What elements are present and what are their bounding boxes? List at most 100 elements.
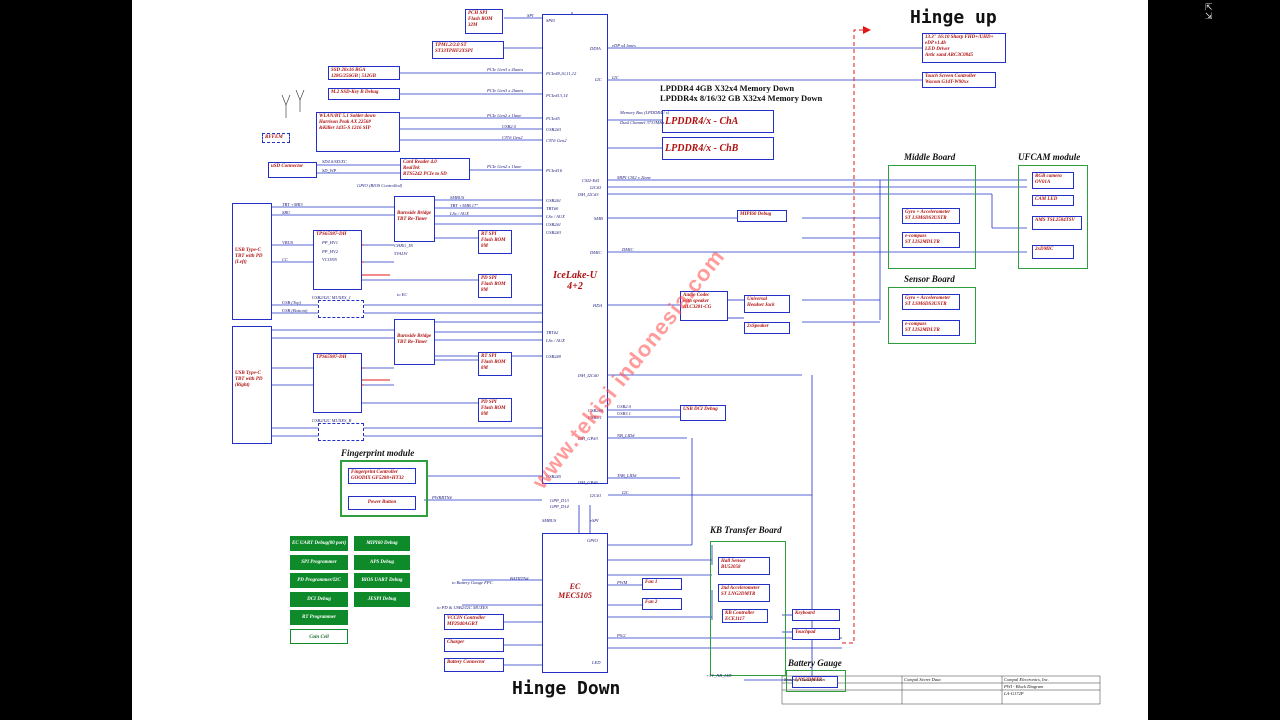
bus-lsx: LSx / AUX (450, 211, 469, 216)
rt-spi-left: RT SPI Flash ROM 8M (478, 230, 512, 254)
port-spi0: SPI0 (546, 18, 555, 23)
pd-programmer: PD Programmer/I2C (290, 573, 348, 588)
footer-company: Compal Electronics, Inc. (1004, 677, 1049, 682)
bus-edp: eDP x4 lanes (612, 43, 636, 48)
tpm-block: TPM1.2/2.0 ST ST33TPHF2XSPI (432, 41, 504, 59)
bus-pwrbtn: PWRBTN# (432, 495, 452, 500)
bus-pwm: PWM (617, 580, 628, 585)
bus-tab-lid: TAB_LID# (617, 473, 637, 478)
port-pcie9: PCIe#9,10,11,12 (546, 71, 577, 76)
bus-usb-top: USB (Top) (282, 300, 301, 305)
gyro-middle: Gyro + Accelerometer ST LSM6DS3USTR (902, 208, 960, 224)
port-ish-i2c3: ISH_I2C#3 (578, 192, 599, 197)
jespi-debug: JESPI Debug (354, 592, 410, 607)
cpu-title: IceLake-U 4+2 (553, 270, 597, 292)
bus-to-battery-gauge: to Battery Gauge FPC (452, 580, 493, 585)
port-csi2: CSI2-E#1 (582, 178, 600, 183)
window-control-2[interactable]: ⇲ (1205, 12, 1213, 22)
signal-wires (272, 12, 1027, 681)
footer-secret: Compal Secret Data (904, 677, 941, 682)
bus-usb20-dci: USB2.0 (617, 404, 631, 409)
port-i2c1: I2C#1 (590, 493, 602, 498)
hinge-up-title: Hinge up (910, 7, 997, 28)
port-ish-gp6: ISH_GP#6 (578, 480, 598, 485)
bus-smbus: SMBUS (450, 195, 465, 200)
port-gpp-d13: GPP_D13 (550, 498, 569, 503)
bus-to-pd-mux: to PD & USB2/I2C MUXES (437, 605, 488, 610)
ams-sensor: AMS TSL2584TSV (1032, 216, 1082, 230)
port-i2c3: I2C#3 (590, 185, 602, 190)
ec-block (542, 533, 608, 673)
charger-block: Charger (444, 638, 504, 652)
port-usb2-1b: USB2#1 (546, 222, 561, 227)
usb2-mux-right-label: USB2/I2C MUXES_R (312, 418, 352, 423)
bus-nb-lid: NB_LID# (617, 433, 635, 438)
ufcam-title: UFCAM module (1018, 152, 1081, 162)
bus-cnvi: CNVi Gen2 (502, 135, 523, 140)
sensor-board-group (888, 287, 976, 344)
kb-transfer-group (710, 541, 786, 676)
port-ish-gp3: ISH_GP#3 (578, 436, 598, 441)
wiring-layer (272, 12, 1101, 705)
burnside-bridge-left: Burnside Bridge TBT Re-Timer (394, 196, 435, 242)
bus-usb-bottom: USB (Bottom) (282, 308, 308, 313)
m2-debug-block: M.2 SSD-Key B Debug (328, 88, 400, 100)
wlan-bt-block: WLAN/BT 5.1 Solder down Harrison Peak AX… (316, 112, 400, 152)
footer-security: Security Classification (784, 677, 825, 682)
ec-uart-debug: EC UART Debug(80 port) (290, 536, 348, 551)
bios-uart-debug: BIOS UART Debug (354, 573, 410, 588)
cam-led: CAM LED (1032, 195, 1074, 206)
port-hda: HDA (593, 303, 603, 308)
display-panel: 13.3" 16:10 Sharp FHD+/UHD+ eDP v1.4b LE… (922, 33, 1006, 63)
battery-gauge-title: Battery Gauge (788, 658, 842, 668)
bus-pcie-wlan: PCIe Gen2 x 1lane (487, 113, 522, 118)
power-button: Power Button (348, 496, 416, 510)
bus-gpio-bios: GPIO (BIOS Controlled) (357, 183, 403, 188)
usb-dci-debug: USB DCI Debug (680, 405, 726, 421)
rt-programmer: RT Programmer (290, 610, 348, 625)
footer-title: PWI - Block Diagram (1004, 684, 1044, 689)
usbc-right: USB Type-C TBT with PD (Right) (232, 326, 272, 444)
keyboard-block: Keyboard (792, 609, 840, 621)
port-gpp-d14: GPP_D14 (550, 504, 569, 509)
ufcam-group (1018, 165, 1088, 269)
bus-sdwp: SD_WP (322, 168, 337, 173)
tps-pd-left: TPS65987-DH (313, 230, 362, 290)
memory-chb: LPDDR4/x - ChB (662, 137, 774, 160)
port-tbt0: TBT#0 (546, 206, 559, 211)
port-pcie16: PCIe#16 (546, 168, 562, 173)
lng2dmtr-block: LNG2DMTR (792, 676, 838, 688)
bus-pcie-card: PCIe Gen2 x 1lane (487, 164, 522, 169)
usb2-mux-left (318, 300, 364, 318)
usbc-left: USB Type-C TBT with PD (Left) (232, 203, 272, 320)
headset-jack: Universal Headset Jack (744, 295, 790, 313)
kb-transfer-title: KB Transfer Board (710, 525, 782, 535)
port-pcie5: PCIe#5 (546, 116, 560, 121)
bus-pphv1: PP_HV1 (322, 240, 338, 245)
coin-cell: Coin Cell (290, 629, 348, 644)
bus-dual-channel: Dual Channel 3733MHz (620, 120, 665, 125)
footer-model: LA-G172P (1004, 691, 1024, 696)
bus-tbt-cpu: TBT +3MB 17" (450, 203, 479, 208)
mipi60-debug-block: MIPI60 Debug (737, 210, 787, 222)
aps-debug: APS Debug (354, 555, 410, 570)
bus-tbt-left: TBT +MR3 (282, 202, 303, 207)
hinge-down-title: Hinge Down (512, 678, 621, 699)
port-usb2-3b: USB2#3 (546, 230, 561, 235)
tps-pd-right: TPS65987-DH (313, 353, 362, 413)
touch-screen-controller: Touch Screen Controller Wacom G14T-W90xx (922, 72, 996, 88)
memory-cha: LPDDR4/x - ChA (662, 110, 774, 133)
port-tbt2: TBT#2 (546, 330, 559, 335)
fan1-block: Fan 1 (642, 578, 682, 590)
port-lsx2: LSx / AUX (546, 338, 565, 343)
cpu-block (542, 14, 608, 484)
port-dmic: DMIC (590, 250, 602, 255)
usd-connector: uSD Connector (268, 162, 317, 178)
rt-spi-right: RT SPI Flash ROM 8M (478, 352, 512, 376)
pd-spi-right: PD SPI Flash ROM 8M (478, 398, 512, 422)
port-usb2-9: USB2#9 (546, 354, 561, 359)
hinge-up-dashed-line (842, 29, 867, 644)
port-smb: SMB (594, 216, 603, 221)
window-control-1[interactable]: ⇱ (1205, 3, 1213, 13)
port-i2c: I2C (595, 77, 602, 82)
